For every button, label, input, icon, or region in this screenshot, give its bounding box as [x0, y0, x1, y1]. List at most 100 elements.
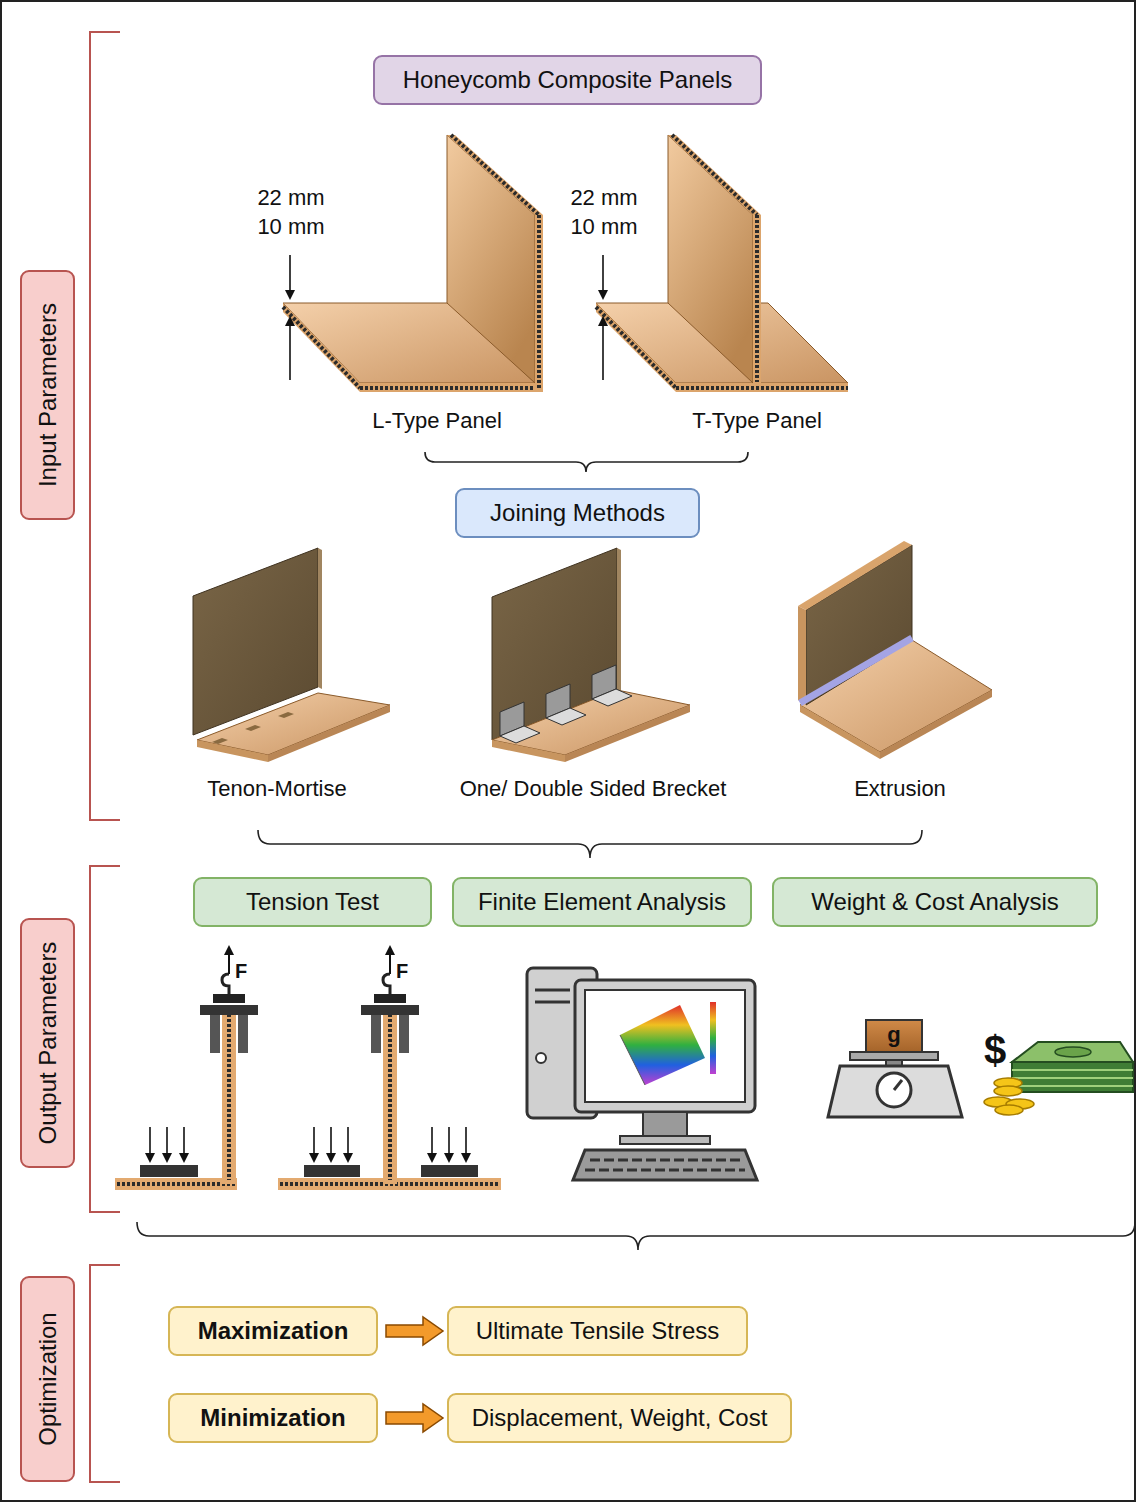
tenon-mortise-joint-part [268, 705, 390, 762]
force-label: F [396, 960, 408, 982]
node-text: Honeycomb Composite Panels [403, 66, 733, 94]
dimension-label: 22 mm [257, 186, 324, 210]
tension-test-t-part [389, 947, 391, 974]
computer-icon-part [575, 980, 755, 1112]
category-box: Honeycomb Composite Panels [373, 55, 762, 105]
l-type-panel-part [537, 215, 541, 390]
t-type-panel-part [753, 215, 761, 383]
bracket-joint-part [617, 548, 621, 692]
tension-test-t-part [330, 1127, 332, 1161]
extrusion-joint-part [880, 690, 992, 759]
l-type-panel-part [360, 383, 535, 392]
computer-icon-part [536, 1053, 546, 1063]
money-icon-part [1012, 1062, 1133, 1092]
tension-test-l-part [140, 1165, 198, 1177]
section-bracket-part [90, 1265, 120, 1482]
method-label: One/ Double Sided Brecket [460, 777, 727, 801]
computer-icon-part [585, 990, 745, 1102]
method-box: Finite Element Analysis [452, 877, 752, 927]
section-bracket [90, 32, 120, 1482]
tension-test-l-part [166, 1127, 168, 1161]
l-type-panel-part [451, 135, 539, 215]
weight-unit-label: g [887, 1023, 900, 1047]
l-type-panel-part [447, 135, 543, 215]
currency-symbol: $ [984, 1028, 1006, 1072]
extrusion-joint [798, 541, 992, 759]
computer-icon-part [573, 1150, 757, 1180]
l-type-panel [283, 135, 543, 392]
weighing-scale-part [877, 1073, 911, 1107]
tenon-mortise-joint [193, 548, 390, 762]
t-type-panel-part [596, 303, 676, 392]
tension-test-l-part [115, 1178, 237, 1190]
extrusion-joint-part [800, 638, 912, 703]
tension-test-t-part [383, 1012, 397, 1184]
t-type-panel [596, 135, 848, 392]
block-arrow [386, 1317, 443, 1345]
node-text: Input Parameters [34, 303, 62, 487]
computer-icon-part [620, 1005, 705, 1085]
node-text: Finite Element Analysis [478, 888, 726, 916]
section-bracket-part [90, 866, 120, 1212]
t-type-panel-part [672, 135, 757, 215]
node-text: Displacement, Weight, Cost [472, 1404, 768, 1432]
dimension-arrow-part [289, 318, 291, 380]
goal-box: Minimization [168, 1393, 378, 1443]
method-label: Tenon-Mortise [207, 777, 346, 801]
tenon-mortise-joint-part [278, 712, 294, 718]
tension-test-t-part [383, 974, 390, 994]
l-type-panel-part [535, 215, 543, 392]
l-type-panel-part [283, 307, 360, 388]
computer-icon-part [620, 1035, 645, 1085]
extrusion-joint-part [798, 541, 912, 610]
dimension-arrow [290, 255, 603, 380]
section-label: Output Parameters [20, 918, 75, 1168]
computer-icon-part [535, 989, 570, 992]
objective-box: Displacement, Weight, Cost [447, 1393, 792, 1443]
tension-test-l-part [149, 1127, 151, 1161]
block-arrow [386, 1404, 443, 1432]
node-text: Maximization [198, 1317, 349, 1345]
t-type-panel-part [596, 307, 676, 388]
weighing-scale-part [850, 1052, 938, 1060]
tension-test-t-part [465, 1127, 467, 1161]
money-icon-part [995, 1105, 1023, 1115]
method-box: Tension Test [193, 877, 432, 927]
node-text: Minimization [200, 1404, 345, 1432]
tension-test-l-part [183, 1127, 185, 1161]
tension-test-l-part [222, 1012, 236, 1184]
weighing-scale-part [866, 1020, 922, 1052]
tension-test-t-part [431, 1127, 433, 1161]
dimension-arrow-part [289, 255, 291, 298]
tension-test-l-part [228, 947, 230, 974]
section-label: Optimization [20, 1276, 75, 1482]
tension-test-l-part [117, 1182, 235, 1186]
tension-test-t-part [399, 1015, 409, 1053]
curly-brace-part [137, 1222, 1135, 1250]
node-text: Output Parameters [34, 942, 62, 1145]
category-box: Joining Methods [455, 488, 700, 538]
dimension-arrow-part [602, 318, 604, 380]
bracket-joint-part [546, 708, 586, 725]
money-icon [984, 1042, 1133, 1115]
computer-icon-part [590, 1159, 740, 1162]
tenon-mortise-joint-part [245, 725, 261, 731]
tension-test-l-part [227, 1014, 231, 1180]
computer-icon-part [710, 1002, 716, 1074]
goal-box: Maximization [168, 1306, 378, 1356]
panel-label: T-Type Panel [692, 409, 822, 433]
money-icon-part [994, 1086, 1022, 1096]
t-type-panel-part [676, 386, 848, 390]
tension-test-t-part [304, 1165, 360, 1177]
curly-brace [137, 452, 1135, 1250]
curly-brace-part [425, 452, 748, 472]
money-icon-part [1012, 1042, 1133, 1062]
money-icon-part [1055, 1047, 1091, 1057]
tension-test-t-part [347, 1127, 349, 1161]
weighing-scale [828, 1020, 962, 1117]
node-text: Joining Methods [490, 499, 665, 527]
tension-test-l-part [210, 1015, 220, 1053]
computer-icon-part [585, 1169, 745, 1172]
